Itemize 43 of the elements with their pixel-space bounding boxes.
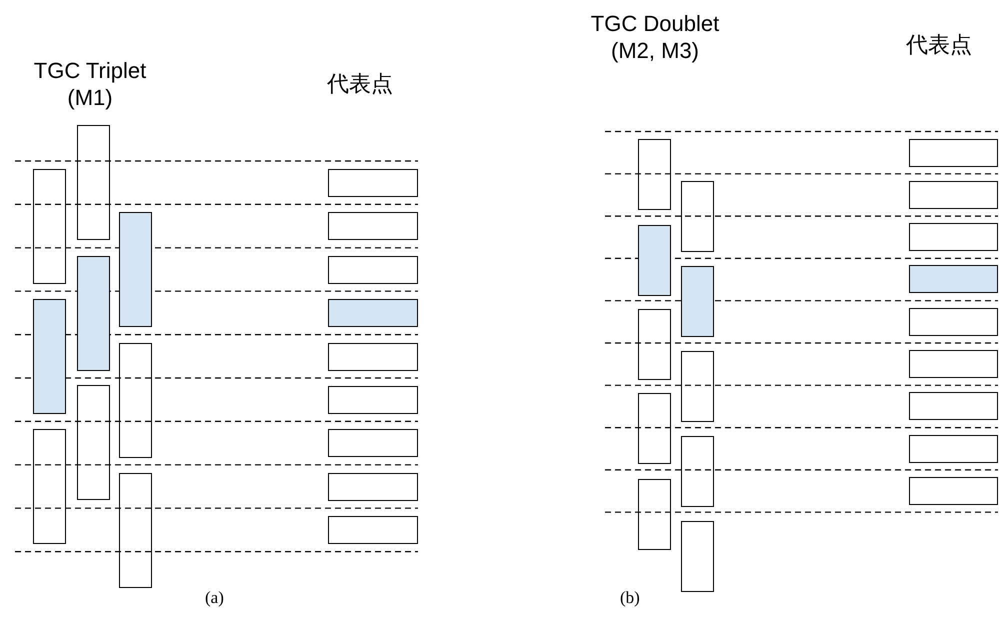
strip-box: [33, 169, 66, 284]
highlighted-strip: [638, 225, 671, 296]
strip-box: [638, 308, 671, 380]
strip-box: [638, 479, 671, 550]
strip-box: [909, 392, 998, 420]
panel-title: TGC Triplet (M1): [32, 57, 148, 111]
strip-box: [681, 351, 714, 422]
strip-box: [681, 181, 714, 252]
column-heading: 代表点: [906, 31, 972, 58]
strip-box: [909, 308, 998, 336]
strip-box: [33, 429, 66, 544]
strip-box: [638, 138, 671, 210]
strip-box: [909, 180, 998, 209]
strip-box: [328, 516, 418, 544]
panel-title: TGC Doublet (M2, M3): [590, 10, 720, 64]
strip-box: [681, 521, 714, 592]
highlighted-strip: [77, 256, 110, 371]
strip-box: [328, 429, 418, 458]
highlighted-strip: [909, 265, 998, 294]
highlighted-strip: [328, 299, 418, 328]
strip-box: [328, 169, 418, 197]
strip-box: [119, 343, 152, 458]
highlighted-strip: [119, 212, 152, 327]
strip-box: [77, 385, 110, 500]
column-heading: 代表点: [327, 70, 393, 97]
panel-label: (b): [620, 587, 640, 609]
strip-box: [328, 472, 418, 501]
strip-box: [328, 256, 418, 284]
strip-box: [909, 350, 998, 378]
strip-box: [119, 473, 152, 588]
strip-box: [638, 393, 671, 464]
strip-box: [328, 386, 418, 414]
strip-box: [909, 138, 998, 166]
highlighted-strip: [33, 299, 66, 414]
strip-box: [77, 125, 110, 240]
strip-box: [909, 476, 998, 505]
strip-box: [681, 436, 714, 507]
strip-box: [328, 212, 418, 240]
panel-label: (a): [205, 587, 224, 609]
strip-box: [909, 223, 998, 252]
highlighted-strip: [681, 266, 714, 337]
strip-box: [328, 342, 418, 371]
strip-box: [909, 434, 998, 463]
